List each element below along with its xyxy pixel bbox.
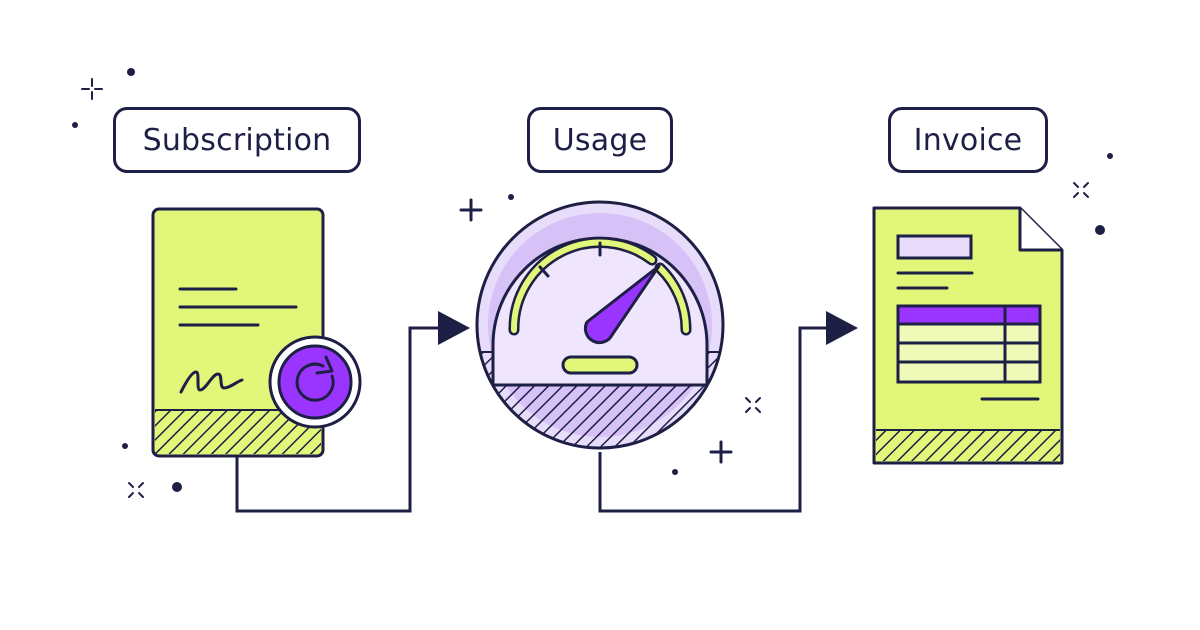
sparkle-decorations [72, 68, 1113, 498]
renewal-badge-icon [268, 335, 362, 429]
speedometer-gauge-icon [475, 200, 725, 450]
step-label-subscription: Subscription [113, 107, 361, 173]
invoice-document-icon [872, 206, 1064, 465]
connector-subscription-to-usage [235, 326, 440, 513]
contract-renewal-icon [151, 207, 362, 458]
step-label-usage: Usage [527, 107, 673, 173]
step-label-invoice: Invoice [888, 107, 1048, 173]
arrow-head-icon [826, 311, 858, 345]
connector-usage-to-invoice [598, 326, 828, 513]
arrow-head-icon [438, 311, 470, 345]
